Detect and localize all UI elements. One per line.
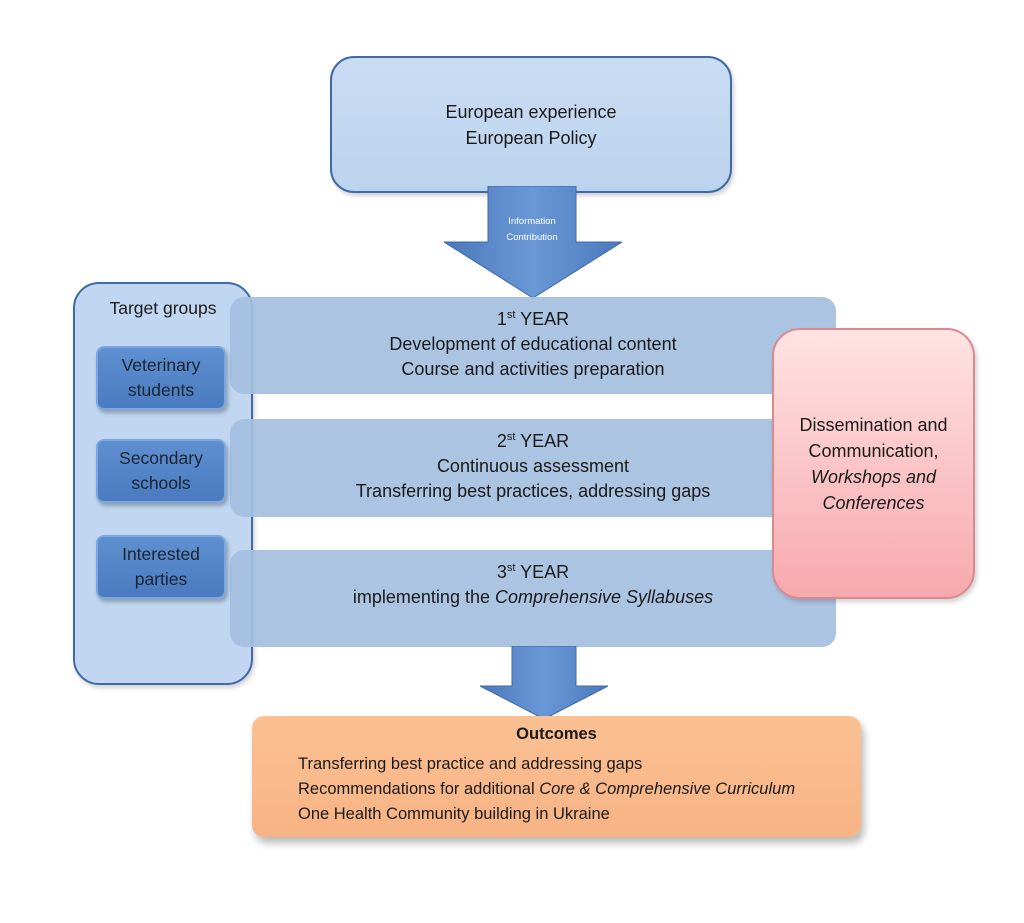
year-2-heading: 2st YEAR <box>497 429 569 454</box>
target-group-secondary-schools: Secondary schools <box>96 439 226 503</box>
year-2-number: 2 <box>496 431 507 451</box>
target-groups-title: Target groups <box>109 298 217 318</box>
outcomes-line2-prefix: Recommendations for additional <box>298 780 540 798</box>
outcomes-box: Outcomes Transferring best practice and … <box>252 716 861 837</box>
dissemination-box: Dissemination and Communication, Worksho… <box>772 328 975 599</box>
year-1-line1: Development of educational content <box>389 334 677 354</box>
year-1-number: 1 <box>496 309 507 329</box>
year-1-line2: Course and activities preparation <box>401 359 665 379</box>
outcomes-line2-italic: Core & Comprehensive Curriculum <box>539 780 796 798</box>
year-2-suffix: st <box>506 431 516 443</box>
year-3-label: YEAR <box>520 562 570 582</box>
year-3-line1: implementing the Comprehensive Syllabuse… <box>353 585 713 610</box>
arrow-label: Information Contribution <box>488 212 576 248</box>
target-group-line2: students <box>127 380 195 400</box>
year-1-label: YEAR <box>520 309 570 329</box>
year-3-line1-italic: Comprehensive Syllabuses <box>494 587 714 607</box>
target-group-line2: parties <box>134 569 188 589</box>
outcomes-arrow <box>480 646 608 720</box>
year-1-band: 1st YEAR Development of educational cont… <box>230 297 836 394</box>
arrow-label-line1: Information <box>508 216 556 227</box>
year-3-heading: 3st YEAR <box>497 560 569 585</box>
outcomes-line2: Recommendations for additional Core & Co… <box>298 777 795 802</box>
outcomes-title: Outcomes <box>516 725 597 743</box>
european-experience-box: European experience European Policy <box>330 56 732 193</box>
target-group-line2: schools <box>131 473 191 493</box>
dissemination-line3: Workshops and <box>810 466 937 487</box>
year-2-line1: Continuous assessment <box>436 456 630 476</box>
arrow-label-line2: Contribution <box>506 232 558 243</box>
top-box-line1: European experience <box>445 101 617 122</box>
target-group-line1: Veterinary <box>121 355 201 375</box>
outcomes-line3: One Health Community building in Ukraine <box>298 805 610 823</box>
dissemination-line4: Conferences <box>822 492 925 513</box>
year-3-line1-prefix: implementing the <box>352 587 495 607</box>
year-1-heading: 1st YEAR <box>497 307 569 332</box>
dissemination-line2: Communication, <box>808 440 939 461</box>
information-arrow <box>444 186 622 299</box>
year-3-number: 3 <box>496 562 507 582</box>
outcomes-list: Transferring best practice and addressin… <box>298 752 795 827</box>
dissemination-line1: Dissemination and <box>799 414 948 435</box>
target-group-line1: Interested <box>122 544 200 564</box>
year-2-band: 2st YEAR Continuous assessment Transferr… <box>230 419 836 517</box>
year-2-label: YEAR <box>520 431 570 451</box>
year-3-suffix: st <box>506 562 516 574</box>
outcomes-line1: Transferring best practice and addressin… <box>298 755 643 773</box>
target-group-veterinary-students: Veterinary students <box>96 346 226 410</box>
target-group-line1: Secondary <box>119 448 203 468</box>
year-1-suffix: st <box>506 309 516 321</box>
top-box-line2: European Policy <box>465 127 597 148</box>
year-2-line2: Transferring best practices, addressing … <box>355 481 711 501</box>
year-3-band: 3st YEAR implementing the Comprehensive … <box>230 550 836 647</box>
target-group-interested-parties: Interested parties <box>96 535 226 599</box>
